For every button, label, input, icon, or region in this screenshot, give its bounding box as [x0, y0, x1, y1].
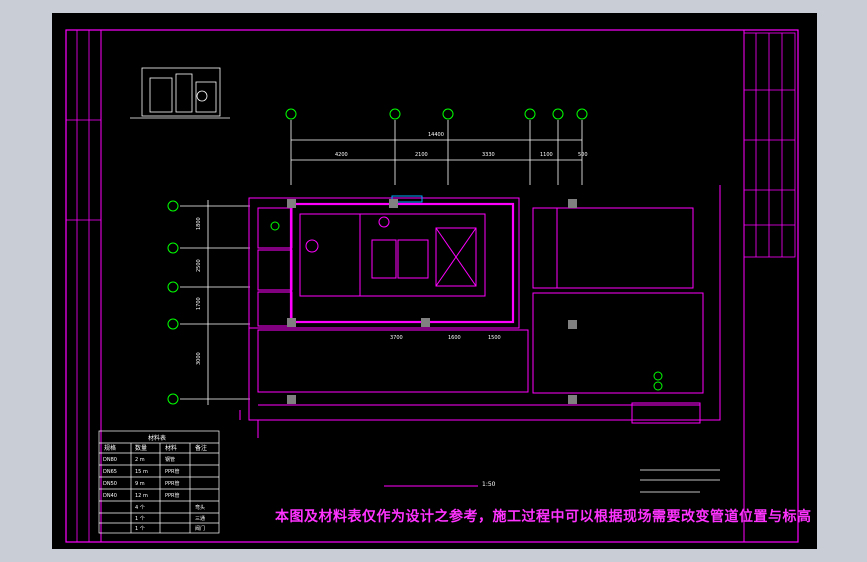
table-cell: DN40 — [103, 493, 117, 499]
structural-columns — [287, 199, 577, 404]
dim-left-1: 1800 — [196, 217, 202, 230]
valve-symbols — [270, 221, 663, 391]
dim-left-3: 1700 — [196, 297, 202, 310]
table-cell: DN65 — [103, 469, 117, 475]
table-header-spec: 规格 — [104, 444, 116, 452]
design-note: 本图及材料表仅作为设计之参考，施工过程中可以根据现场需要改变管道位置与标高 — [275, 509, 812, 525]
dim-inner-3: 1500 — [488, 335, 501, 341]
dim-top-3: 3330 — [482, 152, 495, 158]
drawing-inner-border — [100, 29, 745, 543]
table-header-qty: 数量 — [135, 444, 147, 452]
top-dimension-lines — [290, 120, 583, 185]
table-cell: DN50 — [103, 481, 117, 487]
table-cell: DN80 — [103, 457, 117, 463]
table-cell: 三通 — [195, 515, 205, 522]
table-cell: 1 个 — [135, 526, 145, 532]
table-cell: 1 个 — [135, 516, 145, 522]
building-walls — [239, 185, 721, 438]
drawing-scale: 1:50 — [482, 481, 496, 488]
dim-top-4: 1100 — [540, 152, 553, 158]
table-cell: PPR管 — [165, 492, 180, 499]
table-header-material: 材料 — [165, 444, 177, 452]
table-cell: 2 m — [135, 457, 145, 463]
table-cell: 弯头 — [195, 504, 205, 511]
equipment-elevation — [130, 67, 230, 119]
plan-title: 1:50 — [384, 481, 496, 488]
dim-left-4: 3000 — [196, 352, 202, 365]
dim-left-2: 2500 — [196, 259, 202, 272]
table-cell: 12 m — [135, 493, 148, 499]
axis-bubbles-top — [285, 108, 588, 120]
table-cell: 钢管 — [165, 456, 175, 463]
table-cell: PPR管 — [165, 468, 180, 475]
table-cell: 阀门 — [195, 525, 205, 532]
equipment-room — [299, 195, 486, 297]
dim-inner-1: 3700 — [390, 335, 403, 341]
dim-top-1: 4200 — [335, 152, 348, 158]
left-dimension-lines — [180, 200, 250, 405]
table-cell: 15 m — [135, 469, 148, 475]
materials-table — [98, 430, 220, 534]
table-header-note: 备注 — [195, 444, 207, 452]
table-cell: 9 m — [135, 481, 145, 487]
dim-top-2: 2100 — [415, 152, 428, 158]
title-block — [743, 32, 796, 258]
pipe-loop — [289, 202, 515, 324]
dim-overall: 14400 — [428, 132, 444, 138]
materials-table-title: 材料表 — [148, 434, 166, 442]
left-binding-strip — [66, 30, 101, 542]
dim-inner-2: 1600 — [448, 335, 461, 341]
axis-bubbles-left — [167, 200, 179, 405]
canvas — [52, 13, 817, 549]
table-cell: PPR管 — [165, 480, 180, 487]
pipe-legend — [640, 469, 720, 493]
dim-top-5: 500 — [578, 152, 588, 158]
table-cell: 4 个 — [135, 505, 145, 511]
